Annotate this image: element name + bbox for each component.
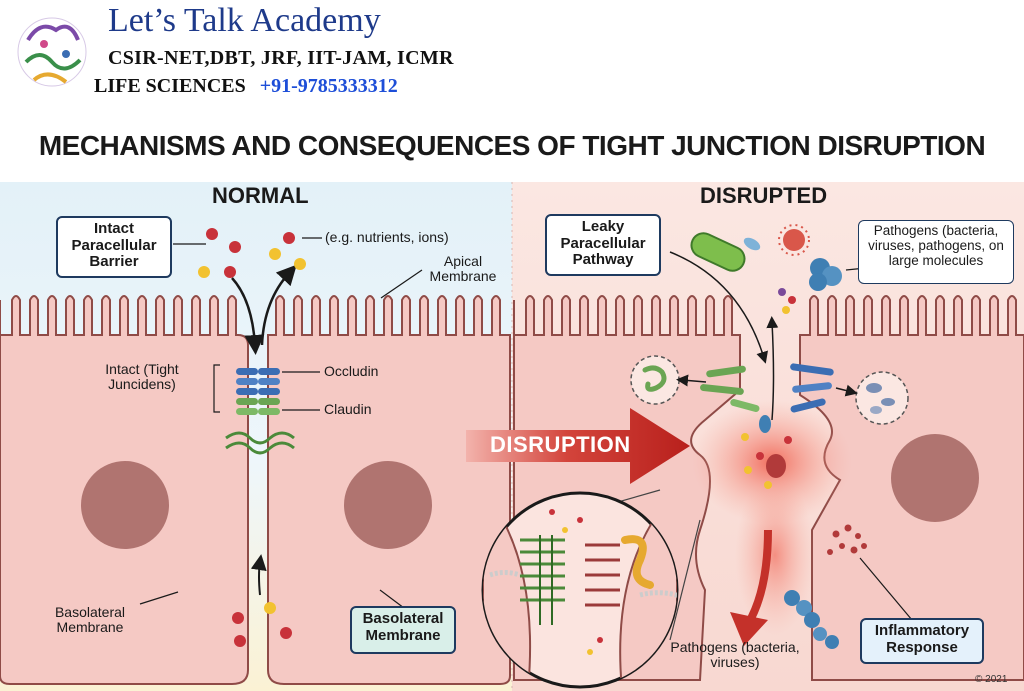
normal-particles <box>198 228 306 647</box>
brand-exams: CSIR-NET,DBT, JRF, IIT-JAM, ICMR <box>108 47 454 69</box>
inflammatory-response-box: Inflammatory Response <box>860 618 984 664</box>
inflammatory-cytokines-icon <box>827 524 867 555</box>
virus-icon <box>778 224 810 256</box>
claudin-label: Claudin <box>324 401 372 417</box>
disruption-label: DISRUPTION <box>490 432 631 457</box>
pathogens-bottom-icon <box>784 590 839 649</box>
intact-tight-junction-label: Intact (Tight Juncidens) <box>105 361 179 393</box>
endocytosed-claudin-vesicle <box>630 355 680 405</box>
endocytosed-occludin-vesicle <box>855 371 909 425</box>
diagram-title: MECHANISMS AND CONSEQUENCES OF TIGHT JUN… <box>38 130 986 161</box>
disrupted-claudin <box>700 365 760 412</box>
intact-barrier-box: Intact Paracellular Barrier <box>56 216 172 278</box>
apical-membrane-label: Apical Membrane <box>429 253 497 285</box>
nucleus <box>891 434 979 522</box>
nucleus <box>81 461 169 549</box>
normal-heading: NORMAL <box>212 183 309 208</box>
brand-name: Let’s Talk Academy <box>108 2 381 39</box>
basolateral-membrane-box: Basolateral Membrane <box>350 606 456 654</box>
normal-right-cell <box>267 295 511 685</box>
disruption-arrow <box>466 408 690 484</box>
normal-left-cell <box>0 295 249 685</box>
large-molecule-icon <box>809 258 842 291</box>
disrupted-heading: DISRUPTED <box>700 183 828 208</box>
brand-subject-line: LIFE SCIENCES +91-9785333312 <box>94 75 398 98</box>
nucleus <box>344 461 432 549</box>
leaked-particles <box>741 415 792 489</box>
bacterium-icon <box>690 232 746 272</box>
pathogen-exit-arrow <box>730 612 768 646</box>
nutrients-label: (e.g. nutrients, ions) <box>325 229 449 245</box>
occludin-label: Occludin <box>324 363 379 379</box>
claudin-proteins <box>236 398 280 415</box>
brand-phone: +91-9785333312 <box>259 75 398 97</box>
magnified-junction-lens <box>481 489 701 689</box>
copyright: © 2021 <box>975 674 1008 685</box>
basolateral-membrane-label: Basolateral Membrane <box>54 604 126 636</box>
pathogens-bottom-label: Pathogens (bacteria, viruses) <box>670 639 800 671</box>
normal-tight-junction <box>225 368 295 455</box>
academy-logo <box>17 17 87 87</box>
pathogens-box: Pathogens (bacteria, viruses, pathogens,… <box>858 220 1014 284</box>
occludin-proteins <box>236 368 280 395</box>
disrupted-occludin <box>790 363 834 413</box>
brand-subject: LIFE SCIENCES <box>94 75 246 97</box>
leaky-pathway-box: Leaky Paracellular Pathway <box>545 214 661 276</box>
